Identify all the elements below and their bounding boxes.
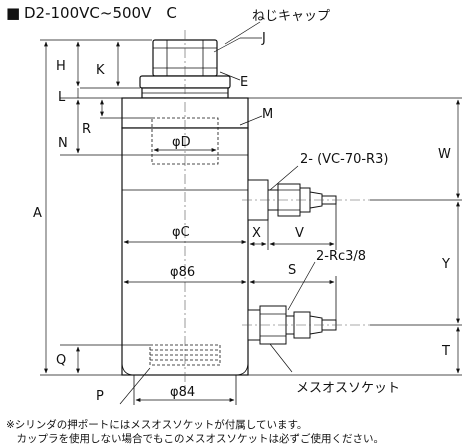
lower-socket-fitting [242, 305, 370, 345]
title-marker: ■ [6, 4, 20, 22]
dim-phi86: φ86 [170, 265, 195, 280]
callout-E: E [240, 75, 248, 90]
footnote-2: カップラを使用しない場合でもこのメスオスソケットは必ずご使用ください。 [6, 432, 384, 445]
dim-phi84: φ84 [170, 385, 195, 400]
callout-rc-port: 2-Rc3/8 [316, 249, 366, 264]
dim-T: T [441, 344, 450, 359]
cylinder-body [121, 30, 249, 395]
callout-leaders [119, 21, 316, 405]
dim-phiC: φC [172, 225, 190, 240]
callout-J: J [261, 31, 266, 46]
dim-H: H [56, 59, 66, 74]
right-dimensions [248, 97, 462, 376]
dim-K: K [96, 63, 105, 78]
callout-M: M [262, 107, 273, 122]
model-title: D2-100VC~500V C [24, 4, 177, 22]
dim-A: A [33, 206, 42, 221]
dim-Y: Y [441, 257, 450, 272]
dim-N: N [58, 136, 68, 151]
dim-R: R [82, 122, 91, 137]
callout-neji-cap: ねじキャップ [252, 9, 330, 24]
callout-P: P [96, 389, 104, 404]
dim-S: S [288, 263, 296, 278]
horizontal-dimensions [123, 148, 337, 405]
dim-V: V [295, 226, 304, 241]
dim-Q: Q [56, 353, 66, 368]
dim-W: W [438, 147, 451, 162]
left-dimensions [40, 39, 152, 376]
upper-coupler-fitting [242, 179, 370, 221]
callout-vc-port: 2- (VC-70-R3) [300, 152, 388, 167]
dim-X: X [252, 226, 261, 241]
dim-phiD: φD [172, 135, 191, 150]
callout-female-socket: メスオスソケット [296, 381, 400, 396]
footnote-1: ※シリンダの押ポートにはメスオスソケットが付属しています。 [6, 418, 307, 431]
dim-L: L [58, 90, 66, 105]
